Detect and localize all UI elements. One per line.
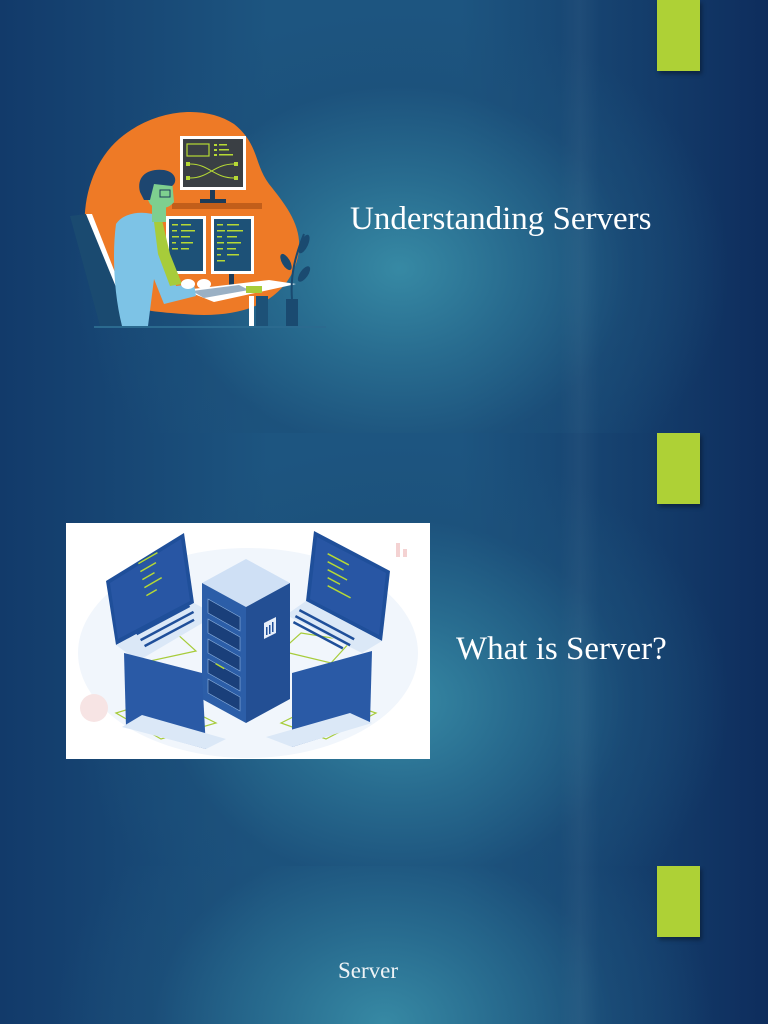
slide-title: What is Server? [456, 631, 667, 667]
slide-title: Understanding Servers [350, 201, 652, 237]
accent-bar [657, 0, 700, 71]
slide-3: Server [0, 866, 768, 1024]
slide-title: Server [338, 958, 399, 983]
accent-bar [657, 866, 700, 937]
slide-1: Understanding Servers [0, 0, 768, 433]
developer-illustration [64, 104, 326, 329]
server-network-illustration [66, 523, 430, 759]
slide-2: What is Server? [0, 433, 768, 866]
accent-bar [657, 433, 700, 504]
